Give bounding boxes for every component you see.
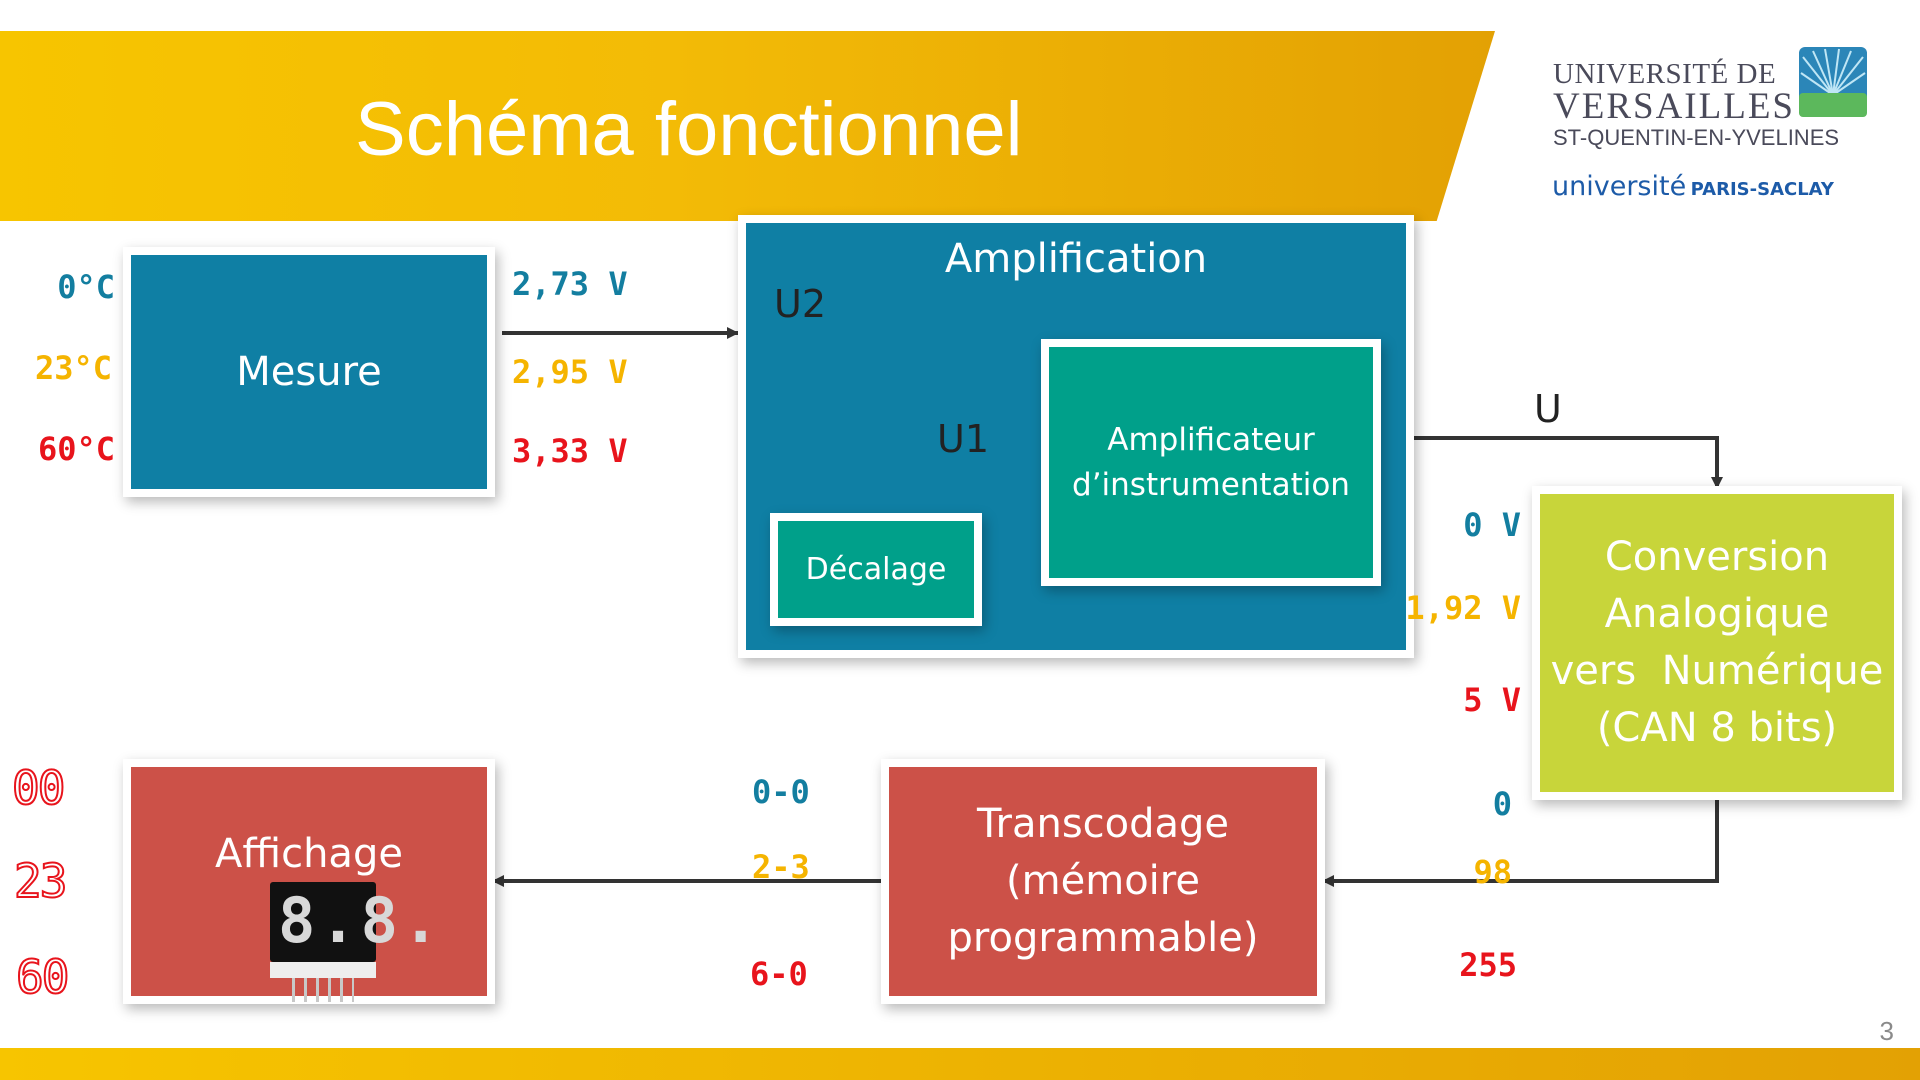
signal-u1-label: U1: [937, 417, 989, 461]
code-value-0: 0-0: [752, 773, 810, 811]
wire-can-to-transcodage: [1322, 800, 1719, 887]
uvsq-logo-line1: UNIVERSITÉ DE: [1553, 58, 1777, 90]
title-banner: [0, 31, 1495, 221]
code-value-1: 2-3: [752, 848, 810, 886]
digit-readout-2: 60: [15, 950, 70, 1004]
transcodage-line2: (mémoire: [1006, 858, 1200, 904]
can-output-2: 255: [1459, 946, 1517, 984]
amplificateur-block: Amplificateur d’instrumentation: [1049, 347, 1373, 578]
transcodage-line3: programmable): [947, 915, 1259, 961]
mesure-voltage-1: 2,95 V: [512, 353, 628, 391]
mesure-voltage-2: 3,33 V: [512, 432, 628, 470]
can-output-1: 98: [1473, 853, 1512, 891]
digit-readout-1: 23: [13, 854, 68, 908]
mesure-block: Mesure: [131, 255, 487, 489]
conversion-line2: Analogique: [1604, 591, 1830, 637]
wire-u: [1405, 436, 1723, 489]
amplificateur-line2: d’instrumentation: [1072, 466, 1350, 503]
temp-value-1: 23°C: [34, 349, 112, 387]
uvsq-logo-line3: ST-QUENTIN-EN-YVELINES: [1553, 125, 1840, 150]
uvsq-emblem-icon: [1799, 47, 1867, 117]
saclay-logo-a: université: [1552, 171, 1687, 202]
footer-bar: [0, 1048, 1920, 1080]
can-input-voltage-2: 5 V: [1463, 681, 1521, 719]
uvsq-logo: UNIVERSITÉ DE VERSAILLES ST-QUENTIN-EN-Y…: [1553, 47, 1873, 150]
saclay-logo: université PARIS-SACLAY: [1552, 171, 1834, 202]
temp-value-2: 60°C: [37, 430, 115, 468]
conversion-line3: vers Numérique: [1550, 648, 1884, 694]
can-output-0: 0: [1492, 785, 1512, 823]
can-input-voltage-1: 1,92 V: [1405, 589, 1521, 627]
temp-value-0: 0°C: [57, 268, 115, 306]
mesure-label: Mesure: [236, 349, 382, 395]
signal-u-label: U: [1534, 387, 1562, 431]
decalage-block: Décalage: [778, 521, 974, 618]
conversion-line1: Conversion: [1604, 534, 1830, 580]
saclay-logo-b: PARIS-SACLAY: [1690, 179, 1834, 200]
seven-segment-display-image: 8.8.: [270, 882, 439, 1002]
mesure-voltage-0: 2,73 V: [512, 265, 628, 303]
seven-segment-digits-icon: 8.8.: [278, 884, 444, 957]
slide-title: Schéma fonctionnel: [355, 87, 1023, 172]
amplification-label: Amplification: [944, 236, 1208, 282]
conversion-line4: (CAN 8 bits): [1596, 705, 1838, 751]
amplificateur-line1: Amplificateur: [1107, 421, 1315, 458]
affichage-label: Affichage: [215, 831, 403, 877]
can-input-voltage-0: 0 V: [1463, 506, 1521, 544]
digit-readout-0: 00: [11, 761, 66, 815]
code-value-2: 6-0: [750, 955, 808, 993]
transcodage-line1: Transcodage: [976, 801, 1230, 847]
conversion-block: Conversion Analogique vers Numérique (CA…: [1540, 494, 1894, 792]
decalage-label: Décalage: [805, 552, 947, 587]
signal-u2-label: U2: [774, 282, 826, 326]
page-number: 3: [1879, 1016, 1894, 1046]
uvsq-logo-line2: VERSAILLES: [1553, 86, 1795, 127]
transcodage-block: Transcodage (mémoire programmable): [889, 767, 1317, 996]
